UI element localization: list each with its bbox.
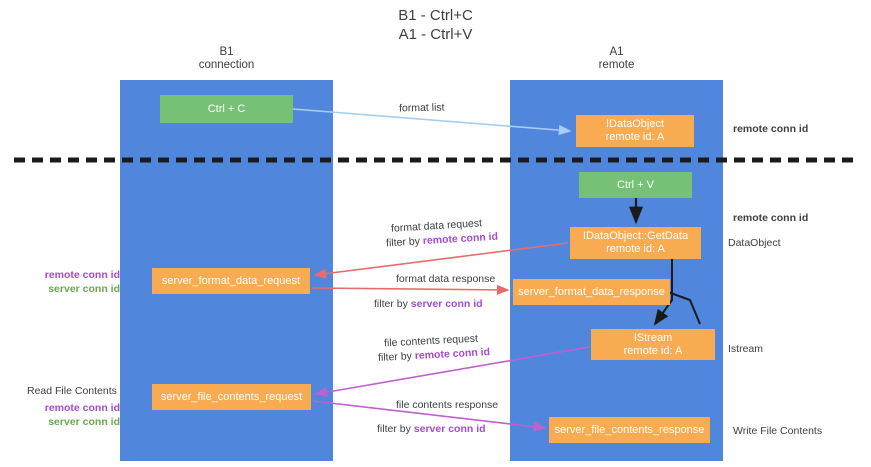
node-istream-line2: remote id: A — [623, 344, 683, 357]
node-istream[interactable]: IStream remote id: A — [591, 329, 715, 360]
column-header-b1: B1 connection — [120, 46, 333, 72]
node-sfdresp-label: server_format_data_response — [518, 285, 665, 298]
node-server-format-data-response[interactable]: server_format_data_response — [513, 279, 670, 305]
annotation-right-dataobject: DataObject — [728, 237, 781, 249]
column-b1-name: B1 — [219, 46, 234, 58]
column-header-a1: A1 remote — [510, 46, 723, 72]
annotation-right-write-file-contents: Write File Contents — [733, 425, 823, 437]
annotation-left-mid-server-conn-id: server conn id — [48, 283, 120, 295]
edge-label-file-contents-response-filter: filter by server conn id — [377, 422, 486, 436]
node-getdata-line1: IDataObject::GetData — [582, 230, 689, 242]
filter-prefix: filter by — [377, 350, 416, 364]
column-b1-role: connection — [198, 59, 255, 71]
edge-label-format-list: format list — [398, 101, 445, 115]
node-ctrl-v[interactable]: Ctrl + V — [579, 172, 692, 198]
node-sfcreq-label: server_file_contents_request — [160, 390, 303, 403]
node-idataobject[interactable]: IDataObject remote id: A — [576, 115, 694, 147]
annotation-right-istream: Istream — [728, 343, 764, 355]
filter-prefix: filter by — [385, 235, 424, 250]
node-idataobject-line1: IDataObject — [605, 118, 665, 130]
column-a1-name: A1 — [609, 46, 624, 58]
filter-key-remote-conn-id: remote conn id — [414, 346, 491, 362]
node-sfdreq-label: server_format_data_request — [161, 274, 301, 287]
edge-label-format-data-response-filter: filter by server conn id — [374, 297, 483, 311]
edge-format-data-response — [311, 284, 510, 296]
annotation-left-read-file-contents: Read File Contents — [27, 385, 117, 397]
filter-key-remote-conn-id: remote conn id — [422, 230, 499, 248]
title-line-1: B1 - Ctrl+C — [398, 7, 473, 24]
node-ctrl-c-label: Ctrl + C — [207, 102, 246, 115]
annotation-left-bot-server-conn-id: server conn id — [48, 416, 120, 428]
annotation-left-mid-remote-conn-id: remote conn id — [44, 269, 120, 281]
column-a1-role: remote — [598, 59, 635, 71]
edge-label-format-data-response: format data response — [396, 273, 496, 285]
filter-key-server-conn-id: server conn id — [410, 298, 483, 310]
node-getdata-line2: remote id: A — [606, 243, 665, 255]
page-title: B1 - Ctrl+C A1 - Ctrl+V — [0, 6, 871, 44]
filter-key-server-conn-id: server conn id — [413, 423, 486, 435]
annotation-right-top-remote-conn-id: remote conn id — [733, 123, 809, 135]
annotation-right-mid-remote-conn-id: remote conn id — [733, 212, 809, 224]
node-idataobject-getdata[interactable]: IDataObject::GetData remote id: A — [570, 227, 701, 259]
edge-label-file-contents-response: file contents response — [396, 399, 499, 411]
node-server-format-data-request[interactable]: server_format_data_request — [152, 268, 310, 294]
node-sfcresp-label: server_file_contents_response — [554, 423, 705, 436]
node-ctrl-v-label: Ctrl + V — [617, 178, 654, 191]
node-server-file-contents-response[interactable]: server_file_contents_response — [549, 417, 710, 443]
annotation-left-bot-remote-conn-id: remote conn id — [44, 402, 120, 414]
node-server-file-contents-request[interactable]: server_file_contents_request — [152, 384, 311, 410]
title-line-2: A1 - Ctrl+V — [398, 26, 473, 43]
annotation-left-mid: remote conn id server conn id — [20, 268, 120, 296]
node-ctrl-c[interactable]: Ctrl + C — [160, 95, 293, 123]
node-idataobject-line2: remote id: A — [605, 131, 665, 143]
annotation-left-bottom: remote conn id server conn id — [20, 401, 120, 429]
node-istream-line1: IStream — [633, 331, 673, 344]
filter-prefix: filter by — [377, 423, 414, 435]
filter-prefix: filter by — [374, 298, 411, 310]
